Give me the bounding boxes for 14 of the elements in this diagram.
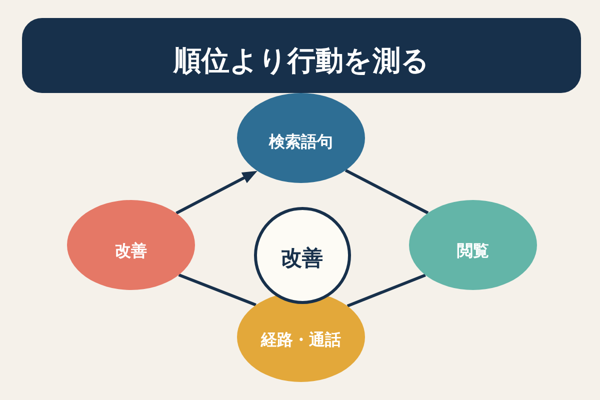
- connector-line: [346, 274, 426, 308]
- node-label: 経路・通話: [261, 330, 341, 350]
- title: 順位より行動を測る: [174, 44, 430, 78]
- stage-ellipse: [67, 200, 195, 290]
- node-label: 閲覧: [457, 240, 489, 262]
- node-label: 検索語句: [269, 132, 333, 152]
- stage-ellipse: [237, 93, 365, 183]
- connector-line: [178, 274, 256, 306]
- stage-ellipse: [409, 200, 537, 290]
- node-label: 改善: [281, 245, 323, 272]
- arrow: [176, 170, 258, 215]
- connector-line: [344, 168, 429, 214]
- node-label: 改善: [115, 240, 147, 262]
- center-circle: [254, 206, 350, 304]
